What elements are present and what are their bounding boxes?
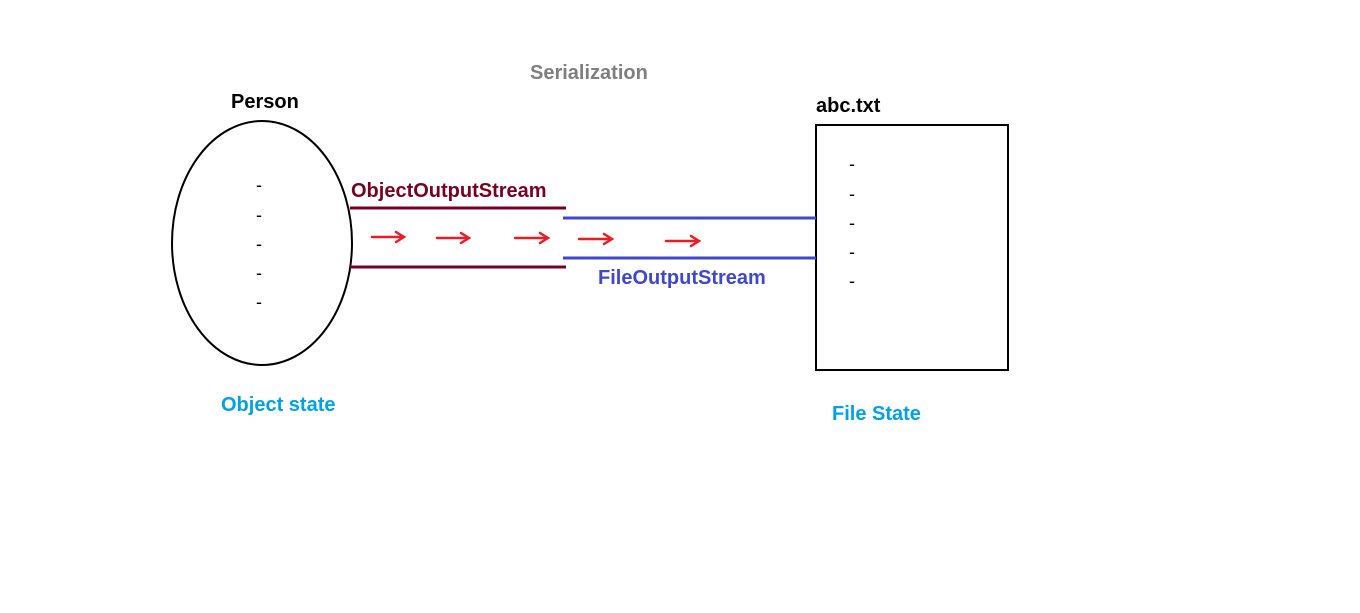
flow-arrow xyxy=(435,231,472,245)
flow-arrow xyxy=(664,234,702,248)
flow-arrow xyxy=(513,231,551,245)
flow-arrows xyxy=(370,230,702,248)
object-field: - xyxy=(256,175,262,195)
file-state-label: File State xyxy=(832,403,921,425)
object-output-stream-label: ObjectOutputStream xyxy=(351,180,547,202)
object-field: - xyxy=(256,292,262,312)
file-output-stream-label: FileOutputStream xyxy=(598,267,766,289)
object-state-label: Object state xyxy=(221,394,336,416)
file-box xyxy=(815,124,1009,371)
file-field: - xyxy=(849,242,855,262)
file-name-label: abc.txt xyxy=(816,95,881,117)
flow-arrow xyxy=(577,232,615,246)
object-field: - xyxy=(256,234,262,254)
flow-arrow xyxy=(370,230,407,244)
file-field: - xyxy=(849,184,855,204)
object-field: - xyxy=(256,205,262,225)
person-label: Person xyxy=(231,91,299,113)
file-field: - xyxy=(849,154,855,174)
object-field: - xyxy=(256,263,262,283)
file-field: - xyxy=(849,271,855,291)
person-object-ellipse xyxy=(171,120,353,366)
diagram-title: Serialization xyxy=(530,62,648,84)
file-field: - xyxy=(849,213,855,233)
